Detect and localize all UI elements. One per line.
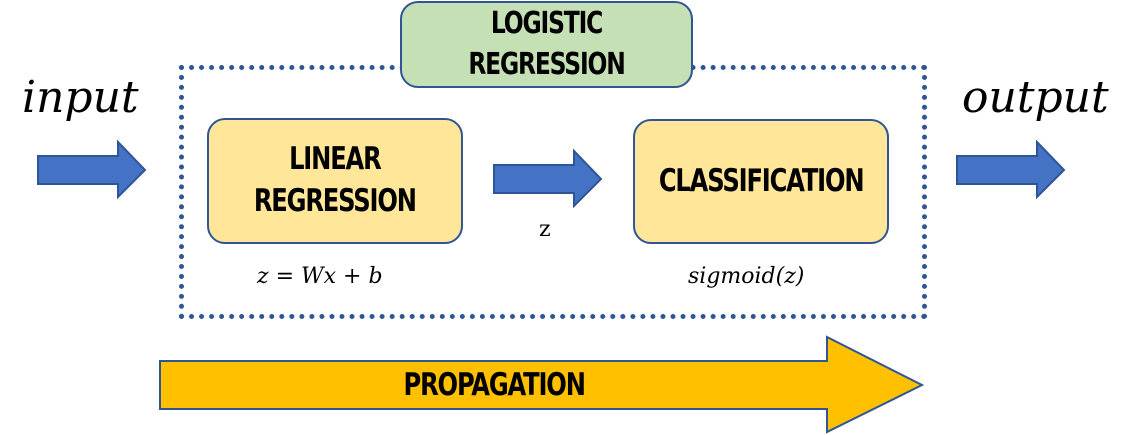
z-arrow [493,148,603,209]
propagation-label: PROPAGATION [403,367,585,403]
linear-regression-line2: REGRESSION [254,183,417,219]
output-arrow-shape [956,139,1066,200]
z-label: z [539,217,551,242]
propagation-arrow [159,335,925,434]
propagation-arrow-shape [159,335,925,434]
sigmoid-equation: sigmoid(z) [688,264,805,289]
linear-regression-line1: LINEAR [289,141,382,178]
logistic-regression-title-box: LOGISTIC REGRESSION [400,1,693,88]
input-arrow [37,139,147,200]
input-arrow-shape [37,139,147,200]
output-arrow [956,139,1066,200]
linear-equation: z = Wx + b [257,264,383,289]
output-label: output [962,72,1109,123]
linear-regression-box: LINEAR REGRESSION [207,118,463,244]
propagation-label-wrap: PROPAGATION [160,361,828,409]
classification-box: CLASSIFICATION [633,119,889,244]
logistic-regression-title: LOGISTIC REGRESSION [468,6,626,82]
classification-label: CLASSIFICATION [658,162,865,199]
z-arrow-shape [493,148,603,209]
input-label: input [22,72,139,123]
